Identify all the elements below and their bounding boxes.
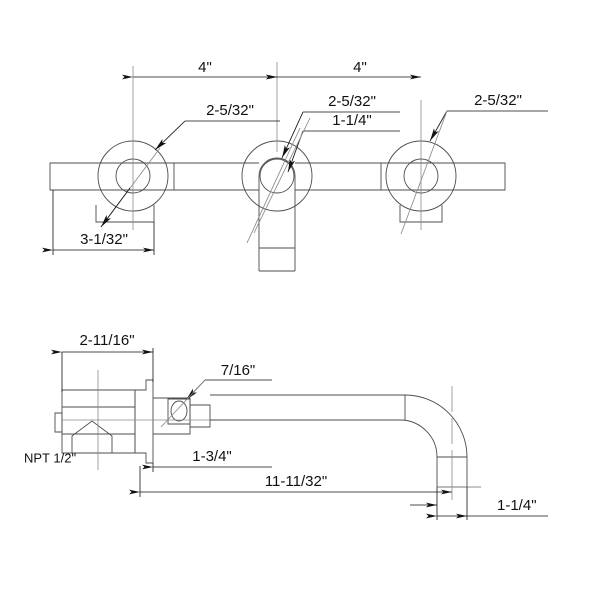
stem-bore-ellipse — [170, 400, 188, 422]
label-11-11-32in: 11-11/32" — [265, 473, 327, 490]
center-spout-body — [258, 157, 296, 271]
label-2-5-32in-left: 2-5/32" — [206, 102, 254, 119]
left-handle-lever — [49, 162, 175, 191]
valve-left-port — [54, 412, 63, 433]
wall-flange-outline — [134, 379, 154, 464]
spout-inner-profile — [210, 419, 438, 487]
dimension-text-labels: 4" 4" 2-5/32" 2-5/32" 1-1/4" 2-5/32" 3-1… — [24, 59, 537, 514]
left-base-plate — [95, 205, 155, 223]
leader-extend-right — [400, 110, 448, 235]
label-7-16in: 7/16" — [221, 362, 256, 379]
valve-body-outline — [61, 389, 136, 454]
leader-line-2532-center — [281, 111, 304, 159]
left-handle-assembly — [49, 140, 175, 223]
front-view-dimensions — [42, 74, 548, 255]
label-2-5-32in-right: 2-5/32" — [474, 92, 522, 109]
note-npt-half-inch: NPT 1/2" — [24, 450, 76, 465]
leader-extend-a — [253, 117, 311, 234]
npt-inlet-spigot — [71, 420, 113, 453]
label-1-1-4in-drop: 1-1/4" — [497, 497, 537, 514]
valve-body — [54, 389, 136, 454]
wall-flange — [134, 379, 154, 464]
spout-arm — [210, 394, 468, 488]
side-section-geometry — [54, 370, 468, 500]
front-elevation-geometry — [49, 62, 506, 272]
front-crossbar — [174, 162, 381, 191]
leader-line-2532-left — [154, 120, 186, 151]
stem-detail-box — [167, 398, 191, 425]
spout-stem — [153, 397, 211, 435]
spout-outer-profile — [210, 394, 468, 487]
front-centerlines — [132, 62, 422, 230]
center-escutcheon-inner — [259, 158, 295, 194]
right-handle-lever — [380, 162, 506, 191]
side-view-dimensions — [51, 348, 548, 520]
label-4in-right: 4" — [353, 59, 367, 76]
label-1-1-4in-spout: 1-1/4" — [332, 112, 372, 129]
label-1-3-4in: 1-3/4" — [192, 448, 232, 465]
label-4in-left: 4" — [198, 59, 212, 76]
side-centerlines — [62, 370, 453, 500]
label-2-11-16in: 2-11/16" — [79, 332, 134, 349]
leader-extend-716 — [160, 379, 206, 428]
leader-handle-arrow — [100, 187, 131, 228]
leader-extend-b — [246, 127, 301, 244]
center-spout-assembly — [241, 140, 313, 272]
label-2-5-32in-center: 2-5/32" — [328, 93, 376, 110]
label-3-1-32in-handle: 3-1/32" — [80, 231, 128, 248]
stem-collar — [190, 404, 211, 428]
right-handle-assembly — [380, 140, 506, 223]
leader-line-2532-right — [429, 110, 448, 142]
